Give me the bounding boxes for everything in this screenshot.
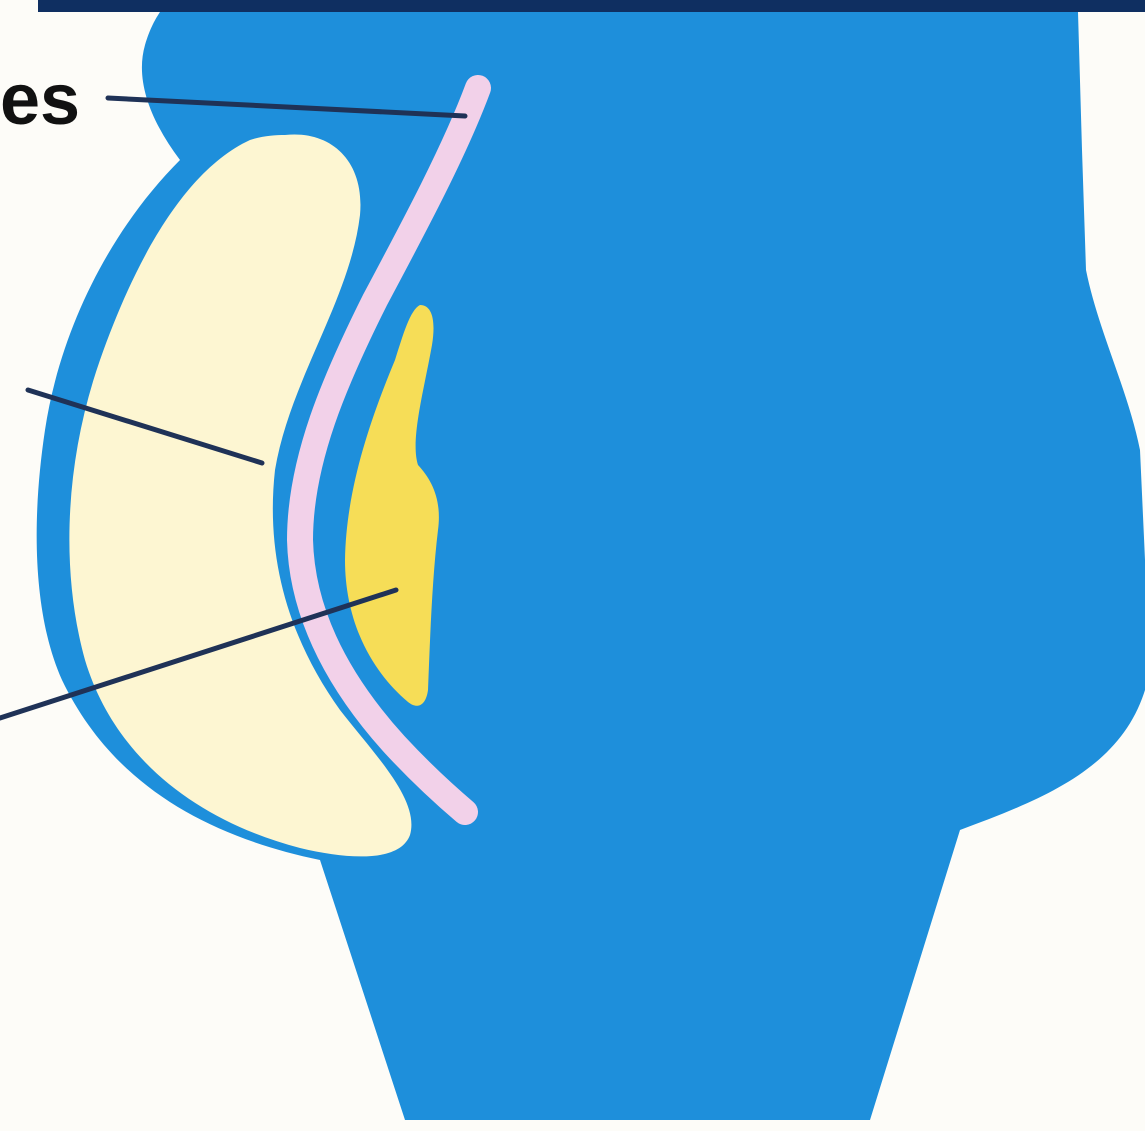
label-top-fragment: es: [0, 60, 80, 140]
